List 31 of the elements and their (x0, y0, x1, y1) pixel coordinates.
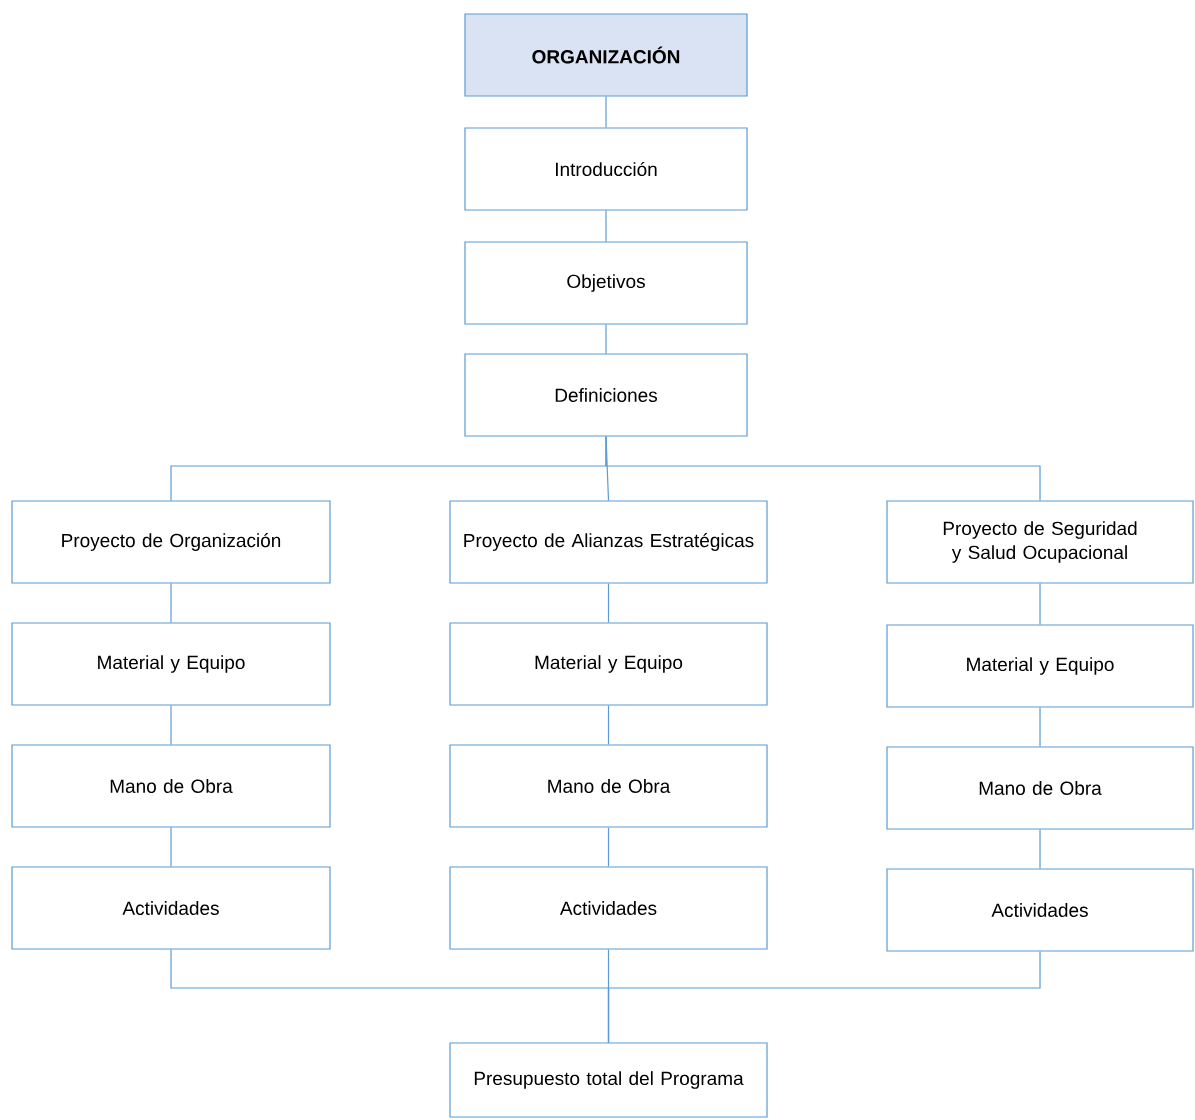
process-box: Mano de Obra (449, 744, 768, 828)
process-box: Objetivos (464, 241, 748, 325)
process-box: Mano de Obra (11, 744, 331, 828)
process-box: Proyecto de Alianzas Estratégicas (449, 500, 768, 584)
connector-line (170, 827, 172, 867)
connector-line (170, 705, 172, 745)
connector-line (170, 583, 172, 623)
connector-line (607, 951, 1041, 1043)
connector-line (607, 705, 610, 745)
process-box: Definiciones (464, 353, 748, 437)
process-box: Material y Equipo (11, 622, 331, 706)
connector-line (605, 324, 607, 354)
connector-line (607, 583, 610, 623)
title-box: ORGANIZACIÓN (464, 13, 748, 97)
process-box: Introducción (464, 127, 748, 211)
connector-line (1039, 583, 1041, 625)
process-box: Material y Equipo (886, 624, 1194, 708)
process-box: Actividades (886, 868, 1194, 952)
connector-line (1039, 707, 1041, 747)
process-box: Actividades (11, 866, 331, 950)
connector-line (605, 96, 607, 128)
process-box: Presupuesto total del Programa (449, 1042, 768, 1118)
process-box: Mano de Obra (886, 746, 1194, 830)
connector-line (605, 210, 607, 242)
process-box: Actividades (449, 866, 768, 950)
connector-line (607, 827, 610, 867)
process-box: Proyecto de Organización (11, 500, 331, 584)
process-box: Material y Equipo (449, 622, 768, 706)
process-box: Proyecto de Seguridad y Salud Ocupacional (886, 500, 1194, 584)
connector-line (1039, 829, 1041, 869)
connector-line (605, 436, 1041, 501)
